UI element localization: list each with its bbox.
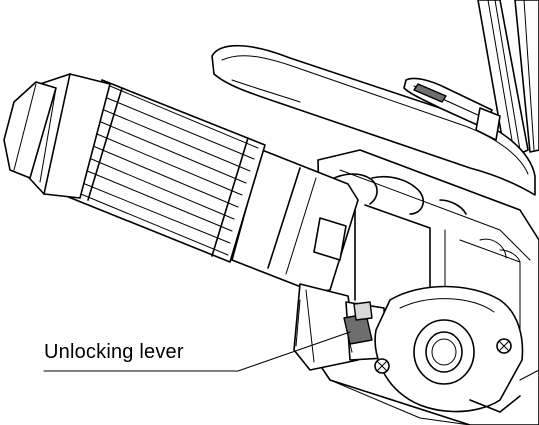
base-lines	[329, 369, 539, 425]
pedal-plate	[211, 44, 536, 196]
end-cap	[3, 73, 111, 199]
pedal-clip	[403, 77, 501, 141]
callout-leader	[43, 331, 351, 372]
upright-post	[477, 0, 539, 161]
screw-right-icon	[496, 338, 512, 354]
unlocking-lever	[343, 301, 373, 353]
motor-disc	[374, 285, 524, 413]
screw-left-icon	[374, 358, 390, 374]
cylinder-housing	[231, 149, 359, 293]
unlocking-lever-label: Unlocking lever	[44, 341, 184, 363]
ribbed-cylinder	[65, 79, 266, 263]
